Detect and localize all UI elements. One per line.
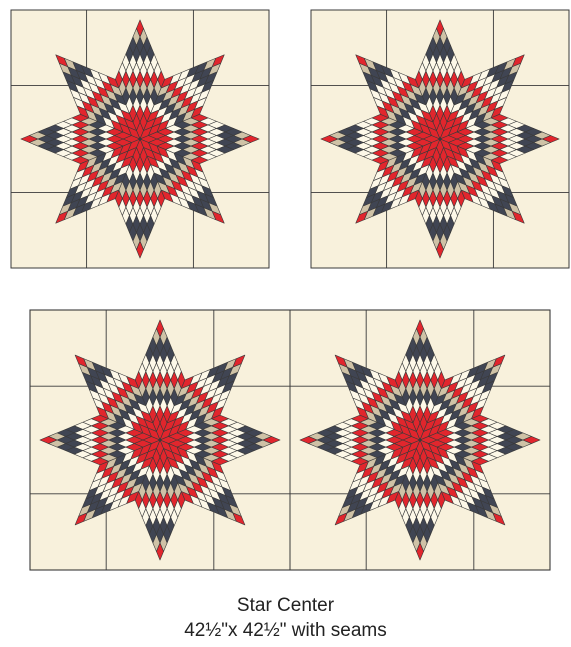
- star-center-dot: [438, 137, 441, 140]
- star-center-dot: [138, 137, 141, 140]
- block-top-left: [11, 10, 269, 268]
- caption-size: 42½"x 42½" with seams: [0, 619, 571, 643]
- caption-title: Star Center: [0, 594, 571, 618]
- star-center-dot: [158, 438, 161, 441]
- star-center-dot: [418, 438, 421, 441]
- panel-bottom-star-left: [30, 310, 290, 570]
- panel-bottom-star-right: [290, 310, 550, 570]
- block-top-right: [311, 10, 569, 268]
